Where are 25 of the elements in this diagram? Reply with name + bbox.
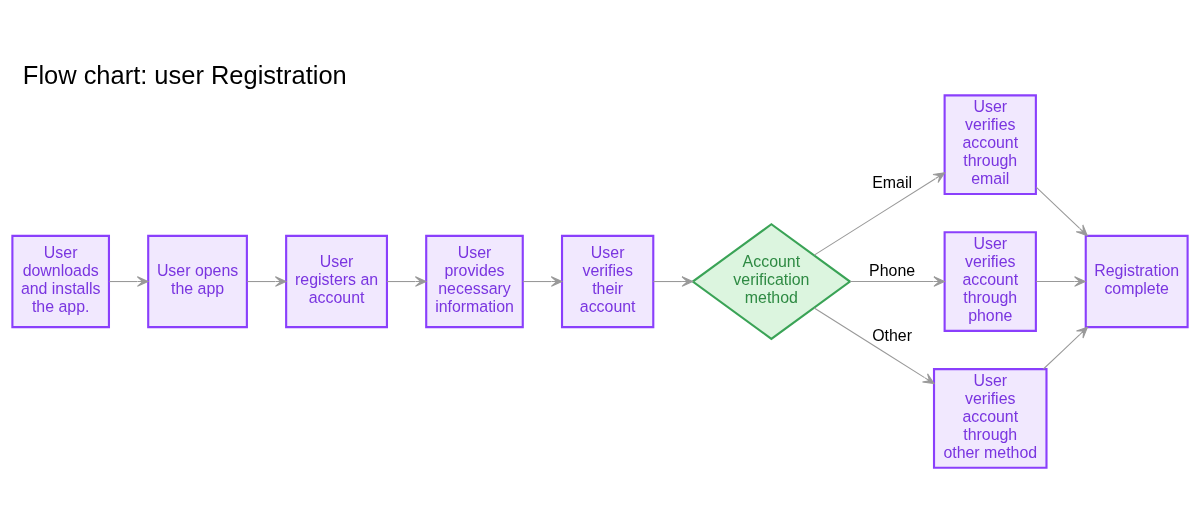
node-box: User downloads and installs the app.	[11, 234, 110, 328]
node-box: User opens the app	[147, 234, 248, 328]
node-diamond: Account verification method	[690, 222, 852, 340]
node-box: User registers an account	[285, 234, 388, 328]
diagram-title: Flow chart: user Registration	[22, 60, 347, 89]
node-box: User verifies account through other method	[932, 367, 1048, 469]
node-box: Registration complete	[1084, 234, 1189, 328]
node-box: User provides necessary information	[425, 234, 524, 328]
edge-label: Email	[872, 173, 912, 191]
arrow	[1035, 186, 1088, 236]
arrow	[849, 275, 946, 287]
arrow	[652, 275, 694, 287]
node-box: User verifies account through phone	[943, 230, 1037, 332]
arrow	[813, 306, 935, 384]
node-box: User verifies account through email	[943, 93, 1037, 195]
arrow	[522, 275, 563, 287]
arrow	[813, 171, 946, 256]
edge-label: Phone	[869, 261, 916, 279]
arrow	[386, 275, 427, 287]
arrow	[246, 275, 287, 287]
arrow	[1035, 275, 1086, 287]
node-box: User verifies their account	[560, 234, 655, 328]
arrow	[108, 275, 149, 287]
edge-label: Other	[872, 326, 912, 344]
arrow	[1042, 326, 1088, 370]
